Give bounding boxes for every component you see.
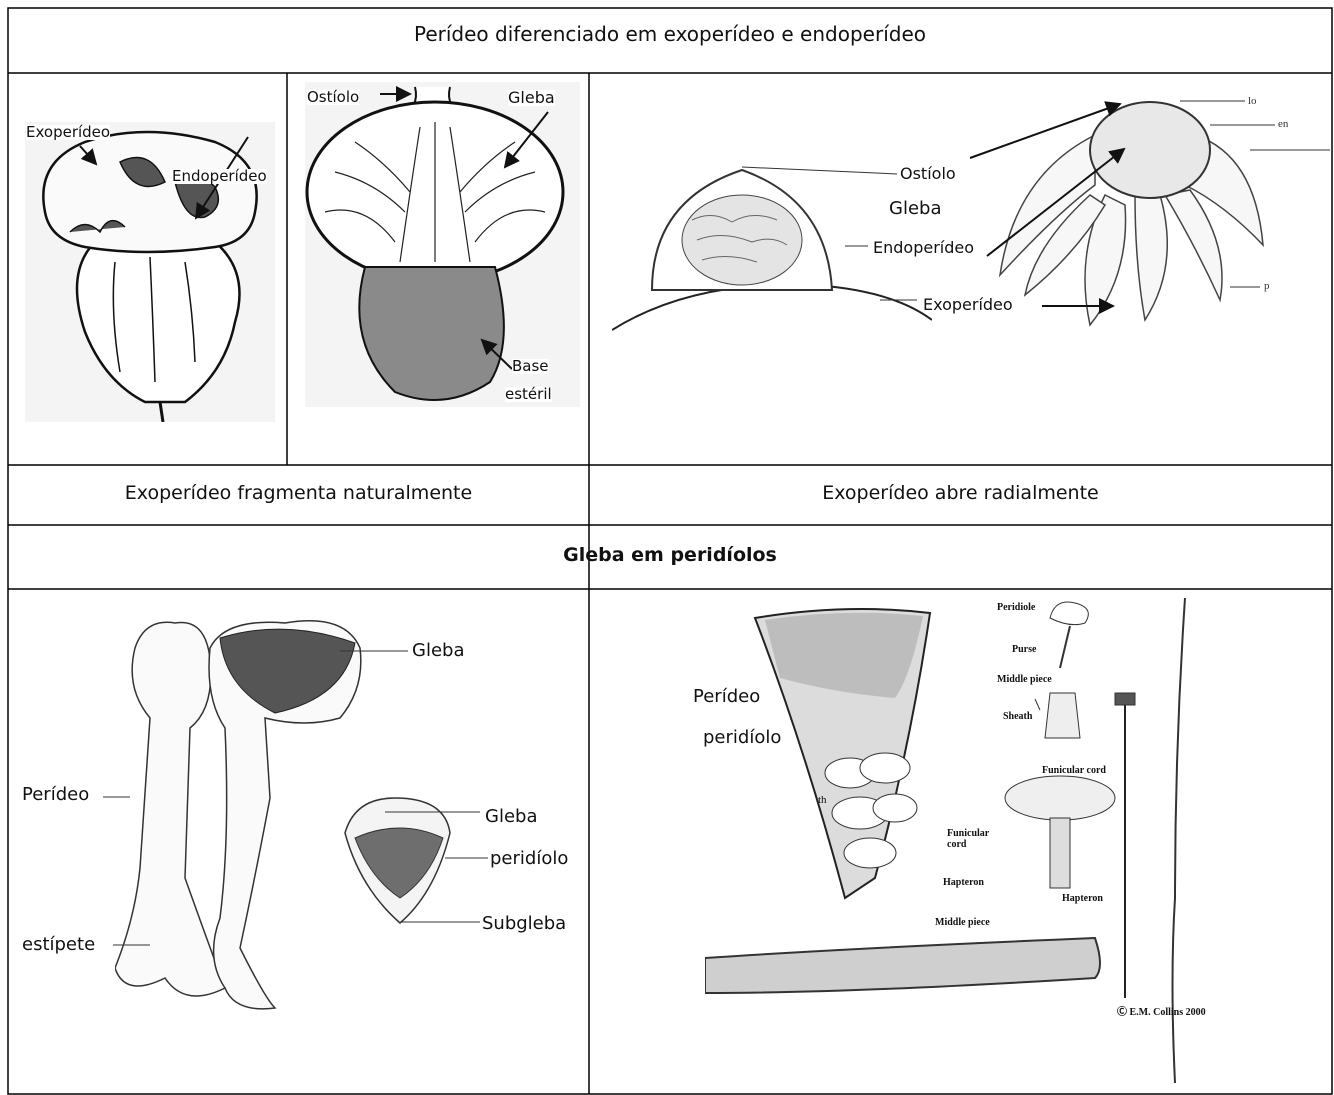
estipete-label: estípete [22,936,95,954]
exoperideo-label-2: Exoperídeo [923,297,1013,313]
gleba-label-1: Gleba [508,90,555,106]
hapteron-label-2: Hapteron [1062,894,1103,904]
funicular-label: Funicular [947,829,989,839]
exoperideo-label-1: Exoperídeo [26,125,110,140]
purse-label: Purse [1012,645,1036,655]
left-caption: Exoperídeo fragmenta naturalmente [8,484,589,503]
peridiolo-label-4: peridíolo [490,850,568,868]
ostiolo-label-1: Ostíolo [307,90,359,105]
peridiole-label: Peridiole [997,603,1035,613]
gleba-label-2: Gleba [889,200,941,218]
ostiolo-label-2: Ostíolo [900,166,956,182]
endoperideo-label-1: Endoperídeo [172,169,267,184]
lo-label: lo [1248,96,1257,107]
endoperideo-label-2: Endoperídeo [873,240,974,256]
middle-header: Gleba em peridíolos [8,546,1332,565]
base-esteril-label-line2: estéril [505,387,552,402]
hapteron-label-1: Hapteron [943,878,984,888]
copyright-text: Ⓒ E.M. Collins 2000 [1117,1008,1206,1018]
th-label: th [818,795,827,806]
perideo-label-5: Perídeo [693,688,760,706]
en-label: en [1278,119,1288,130]
cord-label: cord [947,840,966,850]
top-header: Perídeo diferenciado em exoperídeo e end… [8,24,1332,44]
funicular-cord-label-1: Funicular cord [1042,766,1106,776]
sheath-label: Sheath [1003,712,1032,722]
p-label: p [1264,281,1270,292]
base-esteril-label-line1: Base [512,359,549,374]
perideo-label-3: Perídeo [22,786,89,804]
right-caption: Exoperídeo abre radialmente [589,484,1332,503]
middle-piece-label-2: Middle piece [935,918,990,928]
gleba-label-4: Gleba [485,808,537,826]
middle-piece-label-1: Middle piece [997,675,1052,685]
peridiolo-label-5: peridíolo [703,729,781,747]
gleba-label-3: Gleba [412,642,464,660]
opened-earthstar-illustration [995,95,1265,330]
subgleba-label: Subgleba [482,915,566,933]
